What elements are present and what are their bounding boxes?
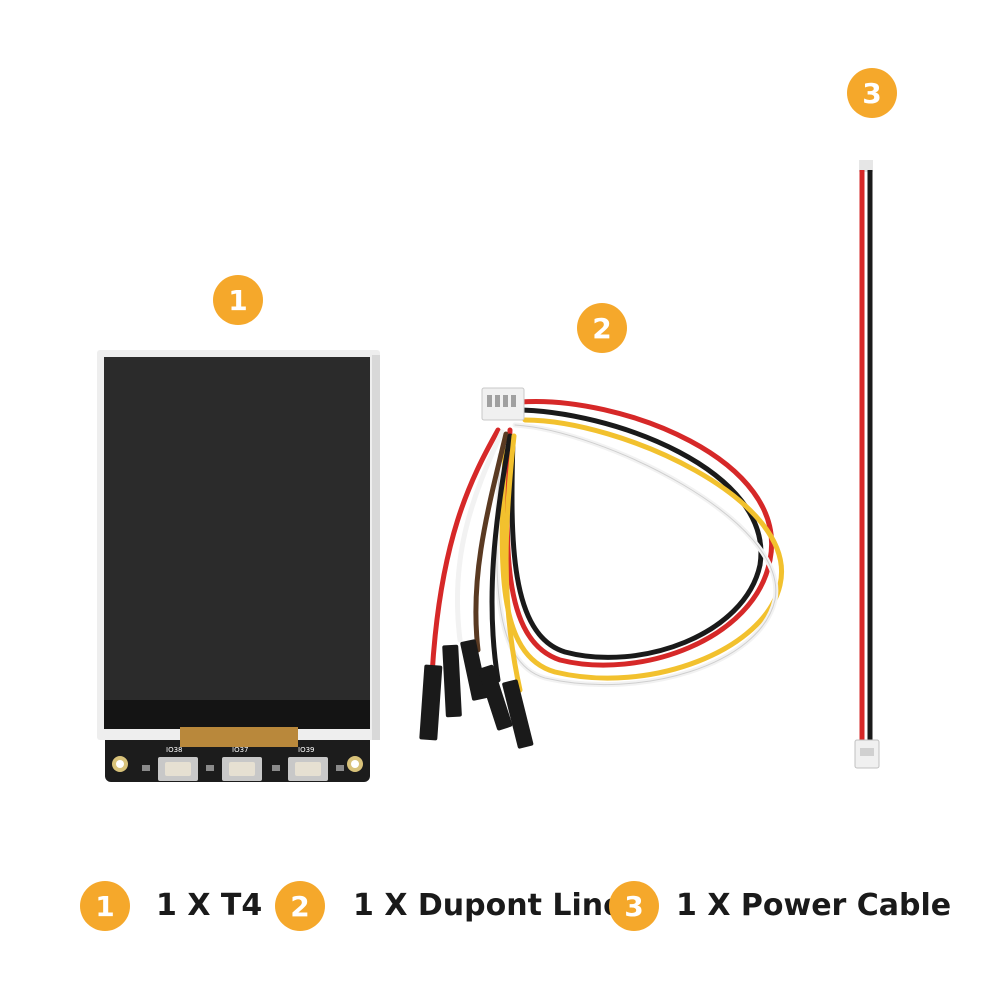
wire-white-tail — [454, 429, 505, 643]
legend-badge-3: 3 — [609, 881, 659, 931]
smd-part — [336, 765, 344, 771]
power-cable — [854, 160, 880, 769]
callout-badge-2: 2 — [577, 303, 627, 353]
mounting-hole-right-inner — [351, 760, 359, 768]
dupont-line — [429, 398, 785, 693]
display-screen — [104, 357, 370, 729]
legend-badge-2: 2 — [275, 881, 325, 931]
legend-text-2: 1 X Dupont Line — [353, 888, 624, 923]
button-io37 — [222, 757, 262, 781]
button-label-io38: IO38 — [166, 746, 182, 754]
button-io38 — [158, 757, 198, 781]
callout-badge-1: 1 — [213, 275, 263, 325]
t4-board: IO38 IO37 IO39 — [97, 350, 380, 782]
smd-part — [142, 765, 150, 771]
button-label-io37: IO37 — [232, 746, 248, 754]
wire-yellow-tail — [503, 433, 523, 693]
legend-badge-1: 1 — [80, 881, 130, 931]
smd-part — [272, 765, 280, 771]
mounting-hole-left-inner — [116, 760, 124, 768]
screen-bezel-shadow — [372, 355, 380, 740]
dupont-connector — [481, 387, 525, 421]
wire-red-loop — [504, 398, 775, 668]
wire-red-tail — [429, 427, 501, 678]
callout-badge-3: 3 — [847, 68, 897, 118]
legend-text-1: 1 X T4 — [156, 888, 263, 923]
wire-brown-tail — [473, 431, 509, 653]
smd-part — [206, 765, 214, 771]
wire-black-loop — [509, 407, 764, 660]
flex-cable — [180, 727, 298, 747]
dupont-pins — [419, 639, 534, 749]
power-cable-tip — [859, 160, 873, 172]
wire-black-tail — [489, 433, 513, 683]
button-io39 — [288, 757, 328, 781]
button-label-io39: IO39 — [298, 746, 314, 754]
display-bottom-strip — [104, 700, 370, 729]
legend-text-3: 1 X Power Cable — [676, 888, 952, 923]
